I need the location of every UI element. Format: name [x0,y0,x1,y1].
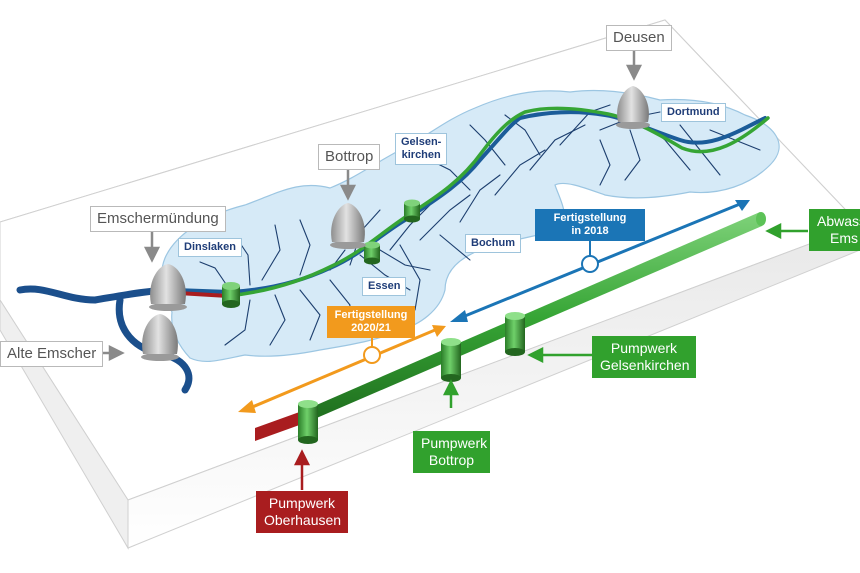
map-pump-essen [364,241,380,265]
sewer-pipe-front [255,212,766,441]
pumpwerk-gelsenkirchen-cylinder [505,312,525,356]
label-dortmund: Dortmund [661,103,726,123]
map-pump-gelsenkirchen [404,199,420,223]
label-emschermuendung: Emschermündung [90,206,226,232]
label-bottrop-plant: Bottrop [318,144,381,170]
map-pump-dinslaken [222,282,240,308]
label-deusen: Deusen [606,25,672,51]
label-gelsenkirchen-city: Gelsen- kirchen [395,133,448,166]
sewer-channel-map [176,106,770,298]
timeline-2020-arrow [238,325,446,413]
label-completion-2018: Fertigstellung in 2018 [535,209,645,242]
treatment-plant-emschermuendung [149,264,187,311]
label-essen: Essen [362,277,407,297]
treatment-plant-alte-emscher [141,314,179,361]
green-pointer-arrows [442,222,808,408]
label-abwasserkanal: Abwass Ems [809,209,860,251]
label-pumpwerk-gelsenkirchen: Pumpwerk Gelsenkirchen [592,336,696,378]
label-pumpwerk-oberhausen: Pumpwerk Oberhausen [256,491,348,533]
treatment-plant-deusen [616,86,650,129]
label-pumpwerk-bottrop: Pumpwerk Bottrop [413,431,490,473]
label-alte-emscher: Alte Emscher [0,341,104,367]
pumpwerk-bottrop-cylinder [441,338,461,382]
treatment-plant-bottrop [330,203,366,249]
pumpwerk-oberhausen-cylinder [298,400,318,444]
label-bochum: Bochum [465,234,521,254]
red-pointer-arrow [293,449,311,490]
label-dinslaken: Dinslaken [178,238,242,258]
label-completion-2020: Fertigstellung 2020/21 [327,306,415,339]
